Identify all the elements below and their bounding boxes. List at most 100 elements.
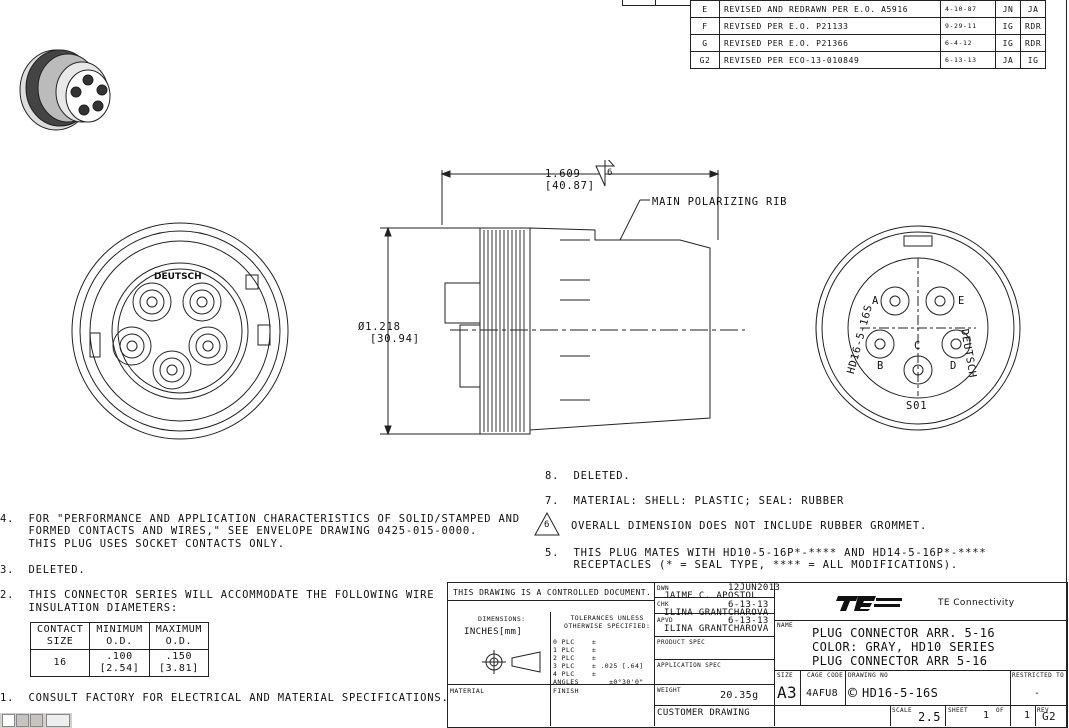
revision-checked-by: JA — [1019, 0, 1047, 18]
name-line-1: PLUG CONNECTOR ARR. 5-16 — [812, 626, 995, 640]
border-right — [1066, 0, 1067, 727]
note-6: OVERALL DIMENSION DOES NOT INCLUDE RUBBE… — [571, 520, 928, 532]
contact-label-d: D — [950, 360, 958, 372]
revision-checked-by: RDR — [1019, 17, 1047, 35]
company-name: TE Connectivity — [938, 598, 1015, 608]
rev-table-edge — [655, 0, 656, 6]
dwn-label: DWN — [657, 585, 670, 592]
cage-code-label: CAGE CODE — [807, 672, 844, 679]
rear-view — [815, 225, 1021, 431]
sheet-label: SHEET — [948, 707, 969, 714]
note-1: 1. CONSULT FACTORY FOR ELECTRICAL AND MA… — [0, 692, 449, 704]
chk-label: CHK — [657, 601, 670, 608]
contact-label-c: C — [914, 340, 922, 352]
length-dimension-mm: [40.87] — [545, 180, 595, 192]
cage-code-value: 4AFU8 — [806, 688, 839, 699]
application-spec-label: APPLICATION SPEC — [657, 662, 722, 669]
contact-label-b: B — [877, 360, 885, 372]
revision-description: REVISED PER ECO-13-010849 — [719, 51, 941, 69]
copyright-circle-icon: © — [848, 684, 858, 702]
revision-drawn-by: JN — [995, 0, 1021, 18]
revision-description: REVISED PER E.O. P21133 — [719, 17, 941, 35]
revision-checked-by: IG — [1019, 51, 1047, 69]
diameter-dimension-mm: [30.94] — [370, 333, 420, 345]
name-line-3: PLUG CONNECTOR ARR 5-16 — [812, 654, 988, 668]
sheet-value: 1 — [983, 710, 990, 721]
wire-header-min: MINIMUM O.D. — [89, 622, 150, 650]
rev-label: REV — [1037, 707, 1050, 714]
apvd-date: 6-13-13 — [728, 616, 769, 626]
te-logo — [836, 596, 902, 611]
scale-label: SCALE — [892, 707, 913, 714]
material-label: MATERIAL — [450, 687, 485, 695]
revision-date: 6-4-12 — [940, 34, 996, 52]
grid-tool-icon[interactable] — [46, 714, 70, 727]
restricted-value: - — [1034, 688, 1041, 699]
dwn-name: JAIME C. APOSTOL — [664, 591, 758, 601]
name-label: NAME — [777, 622, 794, 629]
note-5-line2: RECEPTACLES (* = SEAL TYPE, **** = ALL M… — [545, 559, 959, 571]
rev-table-edge — [622, 0, 623, 6]
length-note-flag: 6 — [607, 168, 614, 178]
size-value: A3 — [777, 683, 798, 702]
note-2-line1: 2. THIS CONNECTOR SERIES WILL ACCOMMODAT… — [0, 589, 435, 601]
wire-cell-max: .150 [3.81] — [148, 649, 210, 677]
weight-label: WEIGHT — [657, 687, 682, 694]
note-4-line2: FORMED CONTACTS AND WIRES," SEE ENVELOPE… — [0, 525, 478, 537]
contact-label-a: A — [872, 295, 880, 307]
zoom-tool-icon[interactable] — [30, 714, 43, 727]
drawing-number-label: DRAWING NO — [848, 672, 889, 679]
wire-diameter-table: CONTACT SIZE MINIMUM O.D. MAXIMUM O.D. 1… — [29, 622, 210, 677]
chk-date: 6-13-13 — [728, 600, 769, 610]
restricted-label: RESTRICTED TO — [1012, 672, 1065, 679]
front-view: DEUTSCH — [71, 222, 289, 440]
revision-description: REVISED AND REDRAWN PER E.O. A5916 — [719, 0, 941, 18]
side-view — [380, 160, 745, 436]
revision-date: 4-10-87 — [940, 0, 996, 18]
wire-header-max: MAXIMUM O.D. — [148, 622, 210, 650]
pointer-tool-icon[interactable] — [2, 714, 15, 727]
note-2-line2: INSULATION DIAMETERS: — [0, 602, 179, 614]
rev-value: G2 — [1042, 710, 1057, 723]
controlled-doc-label: THIS DRAWING IS A CONTROLLED DOCUMENT. — [453, 588, 652, 597]
name-line-2: COLOR: GRAY, HD10 SERIES — [812, 640, 995, 654]
wire-cell-min: .100 [2.54] — [89, 649, 150, 677]
revision-drawn-by: IG — [995, 17, 1021, 35]
chk-name: ILINA GRANTCHAROVA — [664, 608, 769, 618]
isometric-thumbnail — [19, 49, 111, 131]
projection-symbol-icon — [482, 650, 541, 674]
note-4-line1: 4. FOR "PERFORMANCE AND APPLICATION CHAR… — [0, 513, 520, 525]
finish-label: FINISH — [553, 687, 579, 695]
of-value: 1 — [1024, 710, 1031, 721]
note-6-flag: 6 — [544, 520, 551, 530]
rear-bottom-label: S01 — [906, 400, 928, 412]
tolerance-values: 0 PLC ± 1 PLC ± 2 PLC ± 3 PLC ± .025 [.6… — [553, 638, 644, 686]
contact-label-e: E — [958, 295, 966, 307]
units-label: INCHES[mm] — [464, 627, 523, 637]
hand-tool-icon[interactable] — [16, 714, 29, 727]
apvd-label: APVD — [657, 617, 674, 624]
revision-letter: E — [690, 0, 720, 18]
wire-header-contact: CONTACT SIZE — [29, 622, 91, 650]
note-5-line1: 5. THIS PLUG MATES WITH HD10-5-16P*-****… — [545, 547, 987, 559]
note-3: 3. DELETED. — [0, 564, 86, 576]
dwn-date: 12JUN2013 — [728, 583, 781, 593]
drawing-number-value: HD16-5-16S — [862, 686, 939, 700]
polarizing-rib-label: MAIN POLARIZING RIB — [652, 196, 788, 208]
diameter-dimension-inch: Ø1.218 — [358, 321, 401, 333]
product-spec-label: PRODUCT SPEC — [657, 639, 706, 646]
apvd-name: ILINA GRANTCHAROVA — [664, 624, 769, 634]
revision-letter: F — [690, 17, 720, 35]
revision-description: REVISED PER E.O. P21366 — [719, 34, 941, 52]
dimensions-label: DIMENSIONS: — [478, 615, 526, 623]
note-7: 7. MATERIAL: SHELL: PLASTIC; SEAL: RUBBE… — [545, 495, 845, 507]
wire-cell-size: 16 — [29, 649, 91, 677]
taskbar-fragment — [0, 712, 72, 728]
note-8: 8. DELETED. — [545, 470, 631, 482]
revision-date: 9-29-11 — [940, 17, 996, 35]
length-dimension-inch: 1.609 — [545, 168, 581, 180]
